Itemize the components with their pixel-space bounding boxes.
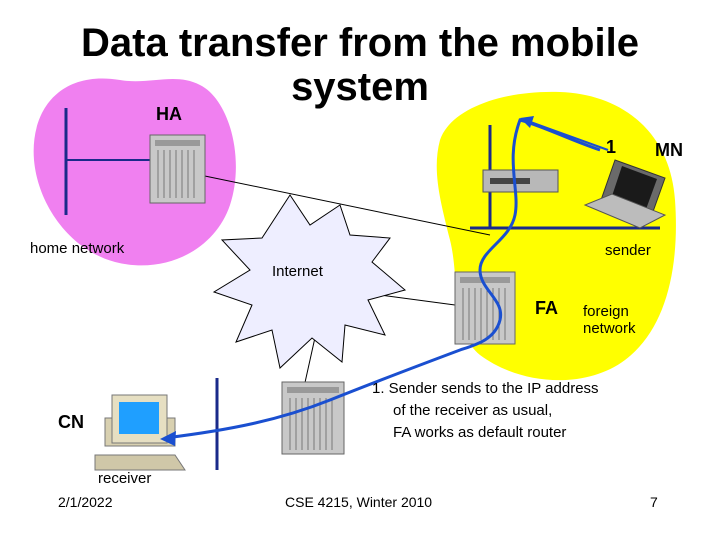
home-network-region (33, 78, 236, 266)
foreign-switch (482, 169, 559, 193)
mn-laptop-icon (583, 159, 667, 229)
foreign-network-label-line2: network (583, 320, 636, 337)
cn-computer-icon (94, 394, 186, 471)
footer-page-number: 7 (650, 494, 658, 510)
ha-router (149, 134, 206, 204)
receiver-arrowhead (160, 431, 176, 446)
ha-internet-link (199, 174, 491, 236)
fa-label: FA (535, 298, 559, 318)
data-path (164, 118, 601, 440)
mn-label: MN (655, 140, 683, 160)
footer-date: 2/1/2022 (58, 494, 113, 510)
slide-title-line2: system (291, 65, 429, 109)
note-line1: 1. Sender sends to the IP address (372, 380, 599, 397)
internet-cloud (212, 194, 407, 369)
note-line3: FA works as default router (393, 424, 567, 441)
footer-course: CSE 4215, Winter 2010 (285, 494, 433, 510)
step1-label: 1 (606, 137, 617, 157)
slide-title-line1: Data transfer from the mobile (81, 21, 639, 65)
internet-label: Internet (272, 263, 323, 280)
ha-label: HA (156, 104, 182, 124)
step1-arrow (524, 119, 609, 151)
note-line2: of the receiver as usual, (393, 402, 553, 419)
step1-arrowhead (520, 116, 534, 128)
home-network-label: home network (30, 240, 125, 257)
cn-router (281, 381, 345, 455)
foreign-network-label-line1: foreign (583, 303, 629, 320)
internet-fa-link (379, 294, 456, 306)
receiver-label: receiver (98, 470, 152, 487)
sender-label: sender (605, 242, 651, 259)
cn-label: CN (58, 412, 84, 432)
